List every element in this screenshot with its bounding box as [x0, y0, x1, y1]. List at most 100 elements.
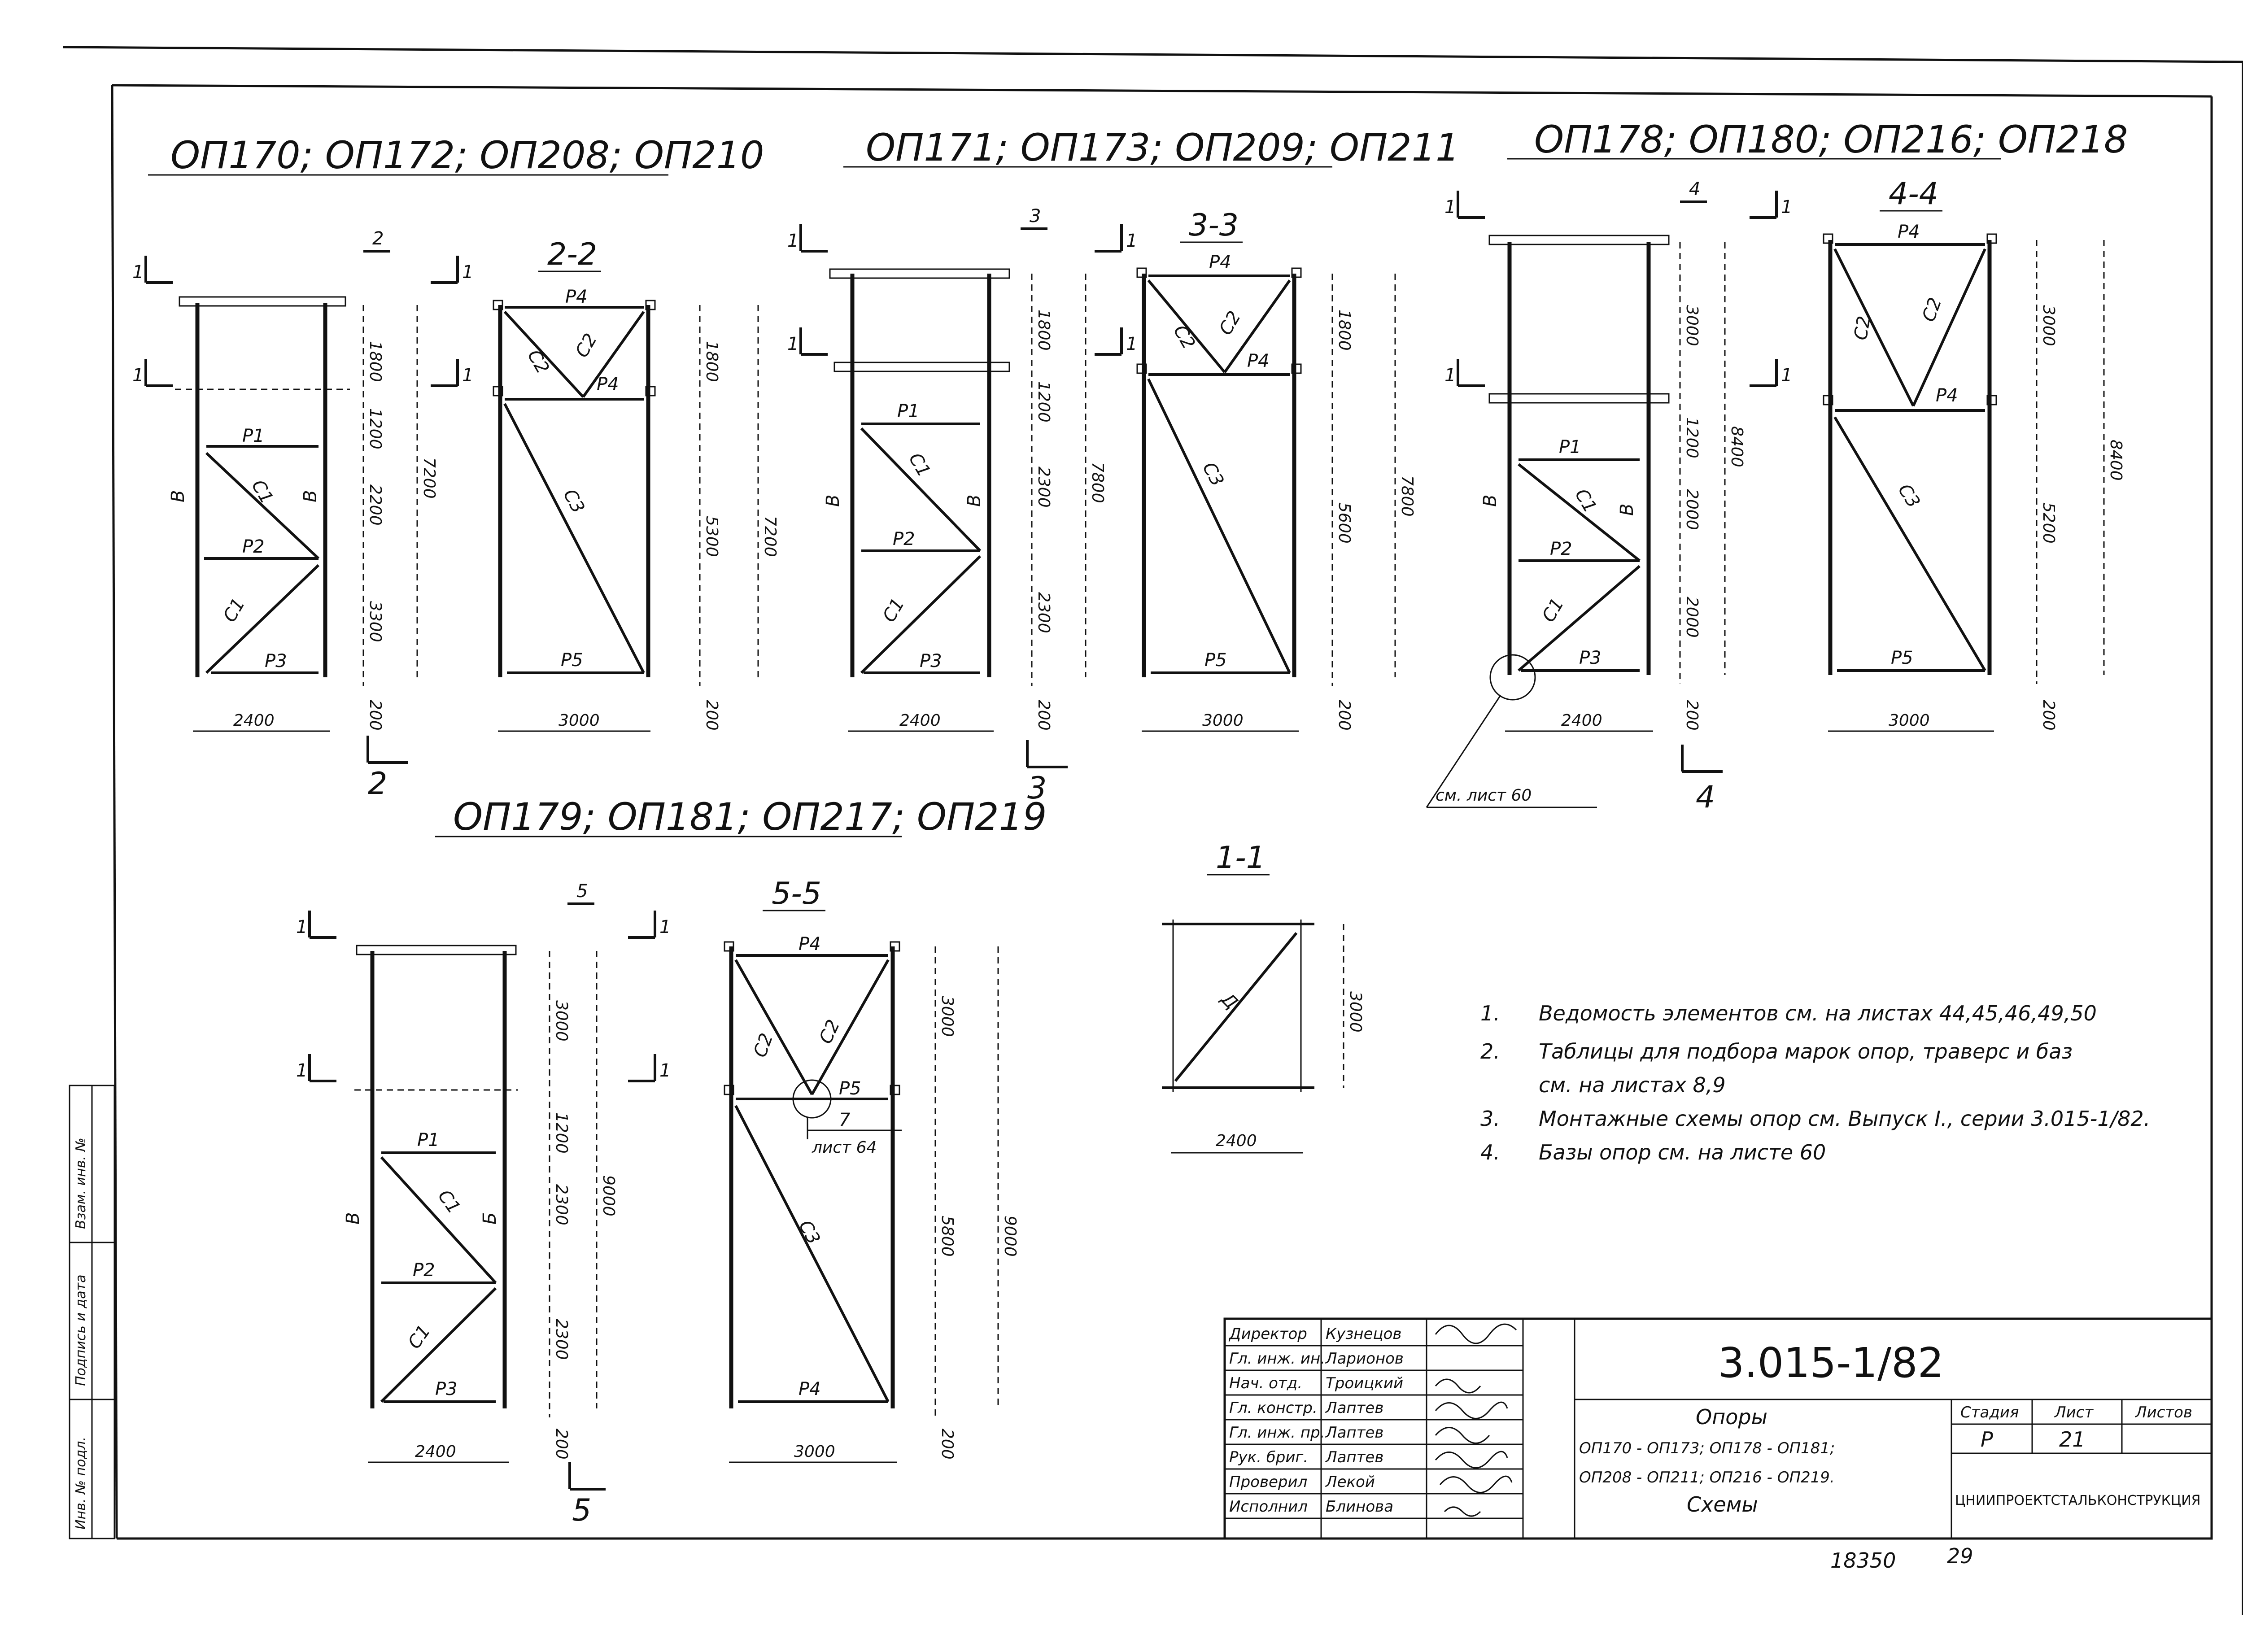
p1-dim: 200	[703, 700, 721, 731]
p3-ref: см. лист 60	[1436, 786, 1532, 805]
p4-dim: 2300	[552, 1319, 571, 1360]
p4s-brace-label: С3	[794, 1217, 824, 1248]
note-text: Таблицы для подбора марок опор, траверс …	[1539, 1039, 2073, 1064]
p1-bar-label: Р2	[242, 536, 265, 557]
p2-bar-label: Р1	[897, 401, 920, 422]
tb-role: Гл. инж. пр.	[1229, 1424, 1325, 1442]
panel-4-section: 5-5 7 лист 64 Р4 Р5 Р4 С2 С2 С3 3000	[724, 876, 902, 1463]
p3-dim: 200	[2039, 700, 2058, 731]
p4s-bar-label: Р4	[799, 1379, 821, 1399]
tb-name: Лекой	[1325, 1473, 1375, 1491]
panel-1-section: 2-2 Р4 Р4 Р5 С2 С2 С3 3000	[493, 237, 656, 732]
p1-col-label: В	[300, 490, 321, 502]
section-11-width: 2400	[1216, 1132, 1257, 1150]
p1-section-mark: 2	[372, 228, 384, 249]
tb-role: Гл. констр.	[1229, 1399, 1318, 1417]
panel-4-dims-left: 3000 1200 2300 2300 200 9000	[549, 951, 618, 1460]
p2-dim: 2300	[1034, 592, 1053, 633]
tb-desc: ОП208 - ОП211; ОП216 - ОП219.	[1579, 1469, 1835, 1486]
p4-dim: 2300	[552, 1184, 571, 1225]
note-number: 4.	[1480, 1140, 1500, 1164]
p2-dim-total: 7800	[1398, 475, 1416, 517]
section-11-height: 3000	[1346, 991, 1365, 1033]
p2-brace-label: С1	[879, 595, 909, 626]
tb-role: Проверил	[1229, 1473, 1307, 1491]
tb-name: Лаптев	[1325, 1448, 1383, 1466]
panel-3-elevation: Р1 Р2 Р3 С1 С1 В В см. лист 60 2400	[1426, 235, 1670, 808]
p4s-bar-label: Р4	[799, 934, 821, 955]
p2s-bar-label: Р4	[1209, 252, 1231, 273]
tb-desc: ОП170 - ОП173; ОП178 - ОП181;	[1579, 1439, 1835, 1457]
p4-callout-ref: лист 64	[812, 1138, 877, 1157]
p2-dim: 200	[1335, 700, 1353, 731]
p4-brace-label: С1	[434, 1186, 464, 1217]
signatures	[1435, 1323, 1517, 1517]
panel-title-1: ОП170; ОП172; ОП208; ОП210	[170, 133, 764, 177]
p3-bar-label: Р2	[1550, 539, 1572, 559]
p1s-bar-label: Р4	[597, 374, 619, 395]
p3-col-label: В	[1617, 504, 1637, 516]
cut-mark-label: 1	[659, 917, 671, 937]
p1-dim: 5300	[703, 516, 721, 557]
p4-dim: 200	[552, 1429, 571, 1460]
p2s-bar-label: Р5	[1204, 650, 1227, 671]
panel-4-elevation: Р1 Р2 Р3 С1 С1 В Б 2400	[343, 945, 518, 1463]
p3-section-mark: 4	[1696, 780, 1715, 815]
p3-dim: 3000	[1683, 305, 1701, 346]
p1s-brace-label: С2	[523, 346, 553, 377]
panel-2-dims-left: 1800 1200 2300 2300 200 7800	[1031, 274, 1107, 731]
cut-mark-label: 1	[1126, 334, 1137, 354]
p2-section-mark: 3	[1027, 771, 1047, 806]
cut-mark-label: 1	[1444, 197, 1456, 218]
p1s-brace-label: С3	[559, 486, 589, 517]
p3-dim: 5200	[2039, 502, 2058, 544]
stamp-signature: Подпись и дата	[73, 1275, 89, 1386]
panel-3-section: 4-4 Р4 Р4 Р5 С2 С2 С3 3000	[1823, 176, 1997, 732]
stamp-replace: Взам. инв. №	[73, 1138, 89, 1229]
p3s-bar-label: Р4	[1936, 385, 1958, 406]
cut-mark-label: 1	[296, 917, 307, 937]
panel-1-elevation: Р1 Р2 Р3 С1 С1 В В 2400	[168, 296, 350, 732]
p3-section-title: 4-4	[1889, 176, 1938, 212]
p3-section-mark: 4	[1689, 179, 1700, 200]
cut-mark-label: 1	[1126, 231, 1137, 251]
p4-brace-label: С1	[404, 1321, 435, 1353]
tb-stage: Р	[1981, 1427, 1993, 1451]
p2-col-label: В	[823, 495, 843, 507]
note-number: 3.	[1480, 1107, 1500, 1131]
p1s-bar-label: Р4	[565, 287, 588, 307]
p2-dim: 2300	[1034, 466, 1053, 508]
panel-1-cut-marks: 1 1 1 1 2 2	[132, 228, 473, 802]
p3-elev-width: 2400	[1561, 711, 1602, 730]
bottom-page: 29	[1947, 1544, 1973, 1568]
p3-bar-label: Р1	[1559, 437, 1581, 458]
p4-bar-label: Р3	[435, 1379, 458, 1399]
p1-dim: 1800	[366, 341, 384, 382]
p2-dim-total: 7800	[1088, 462, 1107, 503]
p1-brace-label: С1	[219, 595, 249, 626]
p3s-brace-label: С2	[1918, 295, 1946, 325]
tb-object: Опоры	[1696, 1405, 1767, 1429]
tb-name: Лаптев	[1325, 1424, 1383, 1442]
p2-bar-label: Р3	[920, 651, 942, 671]
cut-mark-label: 1	[787, 334, 799, 354]
p4-bar-label: Р2	[413, 1260, 435, 1281]
p4s-brace-label: С2	[815, 1016, 844, 1047]
p4-dim-total: 9000	[1001, 1216, 1019, 1257]
panel-2-cut-marks: 1 1 1 1 3 3	[787, 206, 1137, 806]
p4s-width: 3000	[794, 1443, 835, 1461]
p3s-brace-label: С2	[1850, 314, 1875, 342]
cut-mark-label: 1	[296, 1060, 307, 1081]
note-text: см. на листах 8,9	[1539, 1073, 1726, 1097]
p4s-bar-label: Р5	[839, 1078, 861, 1099]
p1-dim: 1200	[366, 408, 384, 449]
p1-dim: 1800	[703, 341, 721, 382]
tb-desc-title: Схемы	[1687, 1492, 1758, 1517]
p3-dim: 1200	[1683, 417, 1701, 458]
panel-3-dims-left: 3000 1200 2000 2000 200 8400	[1679, 242, 1746, 731]
p3-dim: 2000	[1683, 489, 1701, 530]
p2-section-mark: 3	[1030, 206, 1041, 227]
tb-sheet: 21	[2059, 1427, 2086, 1451]
p4s-brace-label: С2	[750, 1031, 777, 1060]
